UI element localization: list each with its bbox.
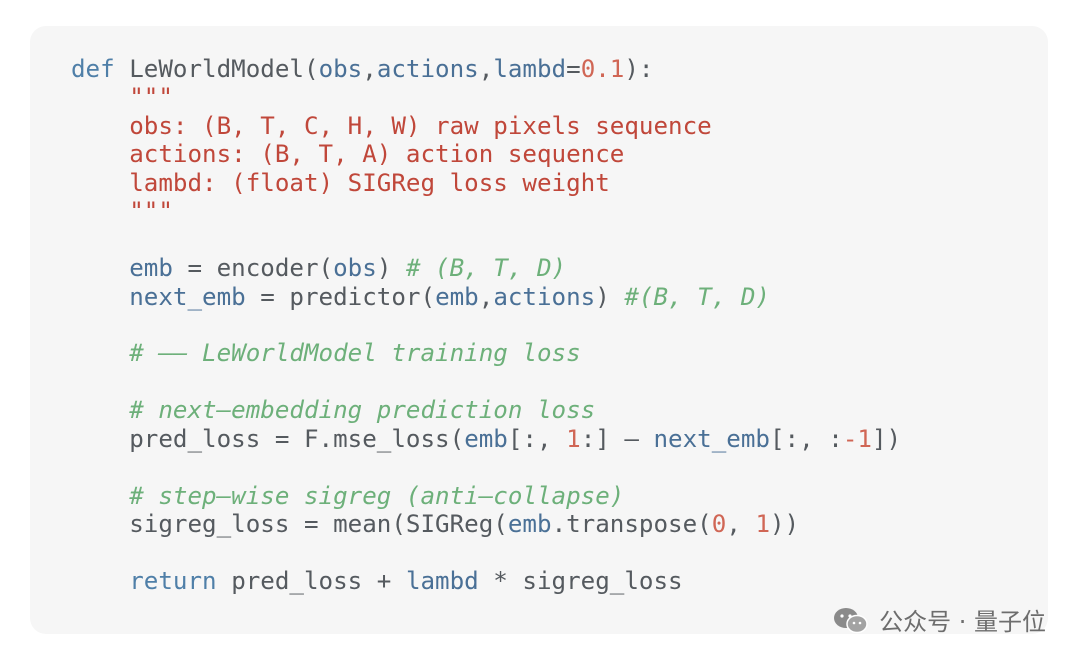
code-line: obs: (B, T, C, H, W) raw pixels sequence	[71, 112, 901, 140]
code-token: """	[71, 197, 173, 226]
code-line	[71, 453, 901, 481]
code-line: return pred_loss + lambd * sigreg_loss	[71, 567, 901, 595]
code-token: next_emb	[653, 424, 771, 453]
code-token	[71, 283, 129, 311]
code-line: sigreg_loss = mean(SIGReg(emb.transpose(…	[71, 510, 901, 538]
code-card	[30, 26, 1048, 634]
code-token: def	[71, 55, 130, 83]
code-token: # —— LeWorldModel training loss	[129, 339, 581, 368]
code-line: """	[71, 83, 901, 111]
code-token: ,	[362, 55, 377, 83]
code-token: # next—embedding prediction loss	[129, 396, 596, 425]
code-line	[71, 311, 901, 339]
code-line	[71, 368, 901, 396]
code-line: # step—wise sigreg (anti—collapse)	[71, 482, 901, 510]
code-token: :] —	[580, 424, 654, 453]
code-token: ])	[871, 424, 902, 453]
code-token	[71, 567, 129, 595]
code-token: actions: (B, T, A) action sequence	[71, 140, 625, 169]
code-line: """	[71, 197, 901, 225]
code-line: next_emb = predictor(emb,actions) #(B, T…	[71, 283, 901, 311]
code-token: obs: (B, T, C, H, W) raw pixels sequence	[71, 111, 712, 140]
code-token: obs	[318, 55, 363, 83]
code-token: ):	[624, 55, 654, 83]
code-token: 0.1	[580, 55, 625, 83]
code-token: -1	[842, 424, 872, 453]
code-token: next_emb	[129, 282, 246, 311]
code-token	[71, 482, 129, 510]
watermark: 公众号 · 量子位	[831, 602, 1046, 637]
code-token: 1	[755, 510, 770, 538]
code-token: * sigreg_loss	[478, 566, 683, 595]
code-token: LeWorldModel(	[129, 55, 319, 83]
code-token: emb	[464, 424, 508, 453]
code-line: # next—embedding prediction loss	[71, 396, 901, 424]
code-line: pred_loss = F.mse_loss(emb[:, 1:] — next…	[71, 425, 901, 453]
code-block: def LeWorldModel(obs,actions,lambd=0.1):…	[71, 55, 901, 595]
code-token: actions	[493, 282, 596, 311]
code-token	[71, 254, 129, 282]
code-line: # —— LeWorldModel training loss	[71, 339, 901, 367]
code-token: ,	[726, 510, 756, 538]
code-token	[71, 339, 129, 367]
code-token: )	[376, 254, 406, 283]
code-token: pred_loss = F.mse_loss(	[71, 424, 465, 453]
code-line: lambd: (float) SIGReg loss weight	[71, 169, 901, 197]
code-line	[71, 226, 901, 254]
code-token: emb	[129, 254, 173, 283]
code-token: #(B, T, D)	[624, 282, 770, 311]
code-token: lambd	[405, 566, 479, 595]
code-token: = predictor(	[245, 282, 436, 311]
code-line: def LeWorldModel(obs,actions,lambd=0.1):	[71, 55, 901, 83]
code-token	[71, 396, 129, 424]
wechat-icon	[831, 605, 871, 635]
code-token: 0	[711, 510, 727, 538]
code-token: pred_loss +	[231, 566, 406, 595]
code-token: obs	[333, 254, 377, 283]
code-line	[71, 538, 901, 566]
code-token: return	[129, 566, 232, 595]
code-token: ,	[478, 282, 494, 311]
code-token: sigreg_loss = mean(SIGReg(	[71, 510, 508, 538]
code-token: # (B, T, D)	[405, 254, 567, 283]
code-token: [:,	[507, 424, 567, 453]
code-line: actions: (B, T, A) action sequence	[71, 140, 901, 168]
code-token: lambd	[493, 55, 567, 83]
code-token: 1	[566, 424, 581, 453]
code-token: [:, :	[770, 424, 843, 453]
watermark-text: 公众号 · 量子位	[879, 608, 1046, 636]
code-token: # step—wise sigreg (anti—collapse)	[129, 481, 625, 510]
code-token: .transpose(	[551, 510, 712, 538]
code-token: )	[595, 282, 625, 311]
code-token: ,	[478, 55, 494, 83]
code-token: ))	[770, 510, 800, 538]
code-token: = encoder(	[172, 254, 334, 283]
code-token: lambd: (float) SIGReg loss weight	[71, 168, 610, 197]
code-token: emb	[435, 282, 479, 311]
code-token: =	[566, 55, 581, 83]
code-token: """	[71, 83, 173, 112]
code-line: emb = encoder(obs) # (B, T, D)	[71, 254, 901, 282]
code-token: emb	[507, 510, 552, 538]
code-token: actions	[376, 55, 479, 83]
